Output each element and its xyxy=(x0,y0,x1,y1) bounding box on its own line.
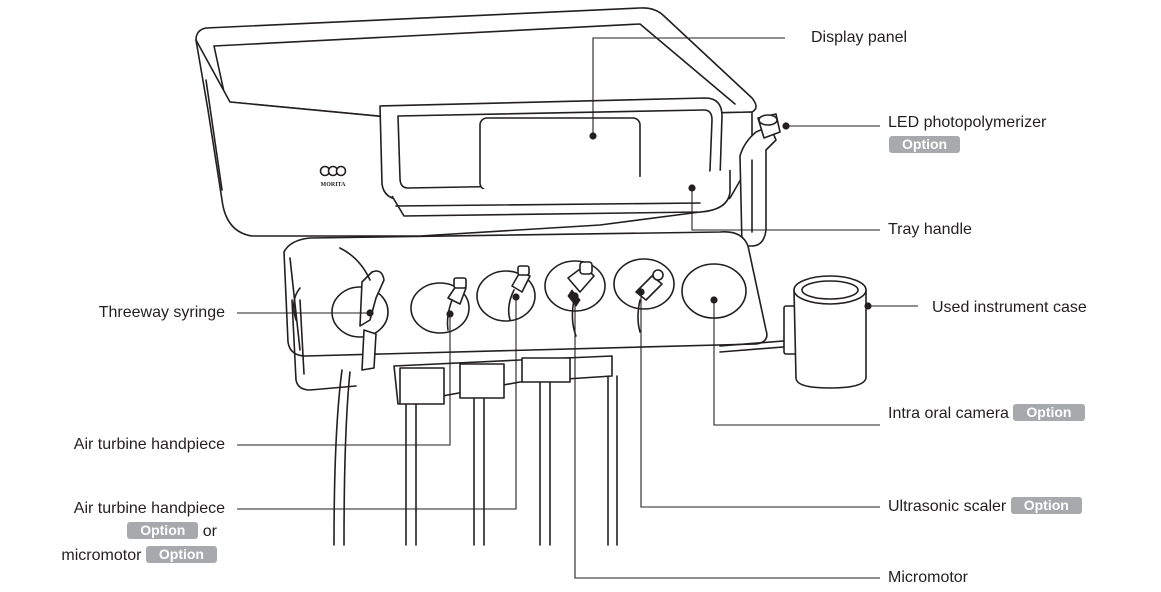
label-micromotor: Micromotor xyxy=(888,568,968,588)
micromotor-option-row: micromotor Option xyxy=(61,546,217,566)
label-micromotor-option: micromotor xyxy=(61,547,141,564)
intra-oral-camera-row: Intra oral camera Option xyxy=(888,404,1085,424)
label-tray-handle: Tray handle xyxy=(888,220,972,240)
logo-text: MORITA xyxy=(321,182,347,188)
label-used-instrument-case: Used instrument case xyxy=(932,298,1087,318)
label-led-photopolymerizer: LED photopolymerizer xyxy=(888,113,1046,133)
label-or: or xyxy=(203,523,217,540)
morita-logo xyxy=(321,167,346,176)
label-ultrasonic-scaler: Ultrasonic scaler xyxy=(888,498,1006,515)
option-badge: Option xyxy=(146,546,217,563)
option-badge: Option xyxy=(1011,497,1082,514)
label-display-panel: Display panel xyxy=(811,28,907,48)
label-intra-oral-camera: Intra oral camera xyxy=(888,405,1009,422)
led-option-badge-wrap: Option xyxy=(889,136,960,156)
option-badge: Option xyxy=(127,522,198,539)
option-badge: Option xyxy=(889,136,960,153)
air-turbine-option-row: Option or xyxy=(127,522,217,542)
option-badge: Option xyxy=(1013,404,1084,421)
label-air-turbine-handpiece-option: Air turbine handpiece xyxy=(74,499,225,519)
ultrasonic-scaler-row: Ultrasonic scaler Option xyxy=(888,497,1082,517)
label-threeway-syringe: Threeway syringe xyxy=(99,303,225,323)
label-air-turbine-handpiece: Air turbine handpiece xyxy=(74,435,225,455)
